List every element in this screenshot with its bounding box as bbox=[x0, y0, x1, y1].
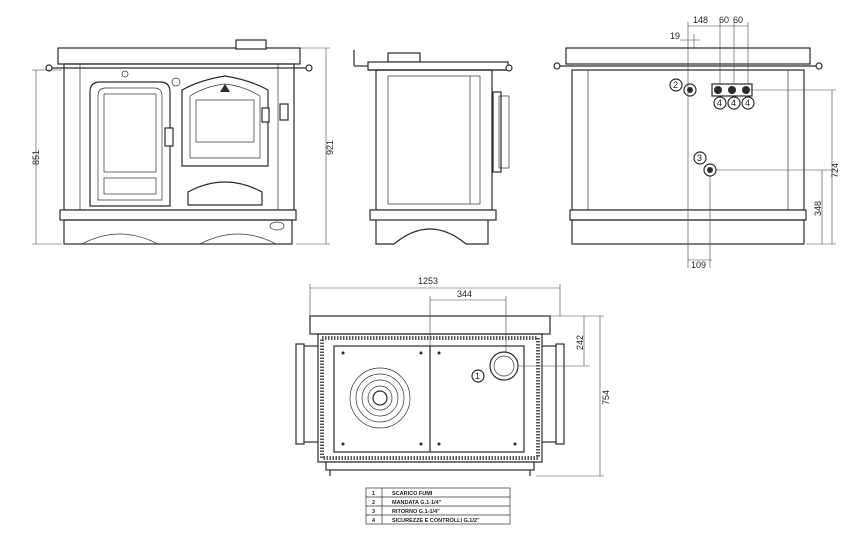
callout-3: 3 bbox=[697, 153, 702, 163]
dim-back-724: 724 bbox=[830, 163, 840, 178]
callout-4c: 4 bbox=[745, 98, 750, 108]
legend-num-3: 3 bbox=[372, 509, 375, 515]
legend-text-1: SCARICO FUMI bbox=[392, 491, 433, 497]
side-view bbox=[353, 50, 513, 245]
callout-4b: 4 bbox=[731, 98, 736, 108]
callout-2: 2 bbox=[673, 80, 678, 90]
legend-num-4: 4 bbox=[372, 518, 376, 524]
dim-top-depth1: 242 bbox=[575, 335, 585, 350]
legend-text-4: SICUREZZE E CONTROLLI G.1/2" bbox=[392, 518, 480, 524]
dim-back-348: 348 bbox=[813, 201, 823, 216]
legend-text-3: RITORNO G.1-1/4" bbox=[392, 509, 440, 515]
top-view: 1 1253 344 242 754 bbox=[295, 276, 611, 477]
dim-back-19: 19 bbox=[670, 31, 680, 41]
legend-num-1: 1 bbox=[372, 491, 375, 497]
callout-4a: 4 bbox=[717, 98, 722, 108]
dim-top-offset: 344 bbox=[457, 289, 472, 299]
dim-back-60b: 60 bbox=[733, 15, 743, 25]
dim-back-60a: 60 bbox=[719, 15, 729, 25]
legend-num-2: 2 bbox=[372, 500, 375, 506]
back-view: 2 3 4 4 4 148 60 60 19 724 348 109 bbox=[553, 15, 840, 270]
callout-1: 1 bbox=[475, 371, 480, 381]
dim-top-width: 1253 bbox=[418, 276, 438, 286]
legend-text-2: MANDATA G.1-1/4" bbox=[392, 500, 442, 506]
dim-side-height: 921 bbox=[325, 140, 335, 155]
dim-back-148: 148 bbox=[693, 15, 708, 25]
dim-front-height: 851 bbox=[31, 150, 41, 165]
legend-table: 1 SCARICO FUMI 2 MANDATA G.1-1/4" 3 RITO… bbox=[365, 487, 511, 525]
front-view: 851 921 bbox=[31, 39, 335, 245]
dim-back-109: 109 bbox=[691, 260, 706, 270]
dim-top-depth2: 754 bbox=[601, 390, 611, 405]
